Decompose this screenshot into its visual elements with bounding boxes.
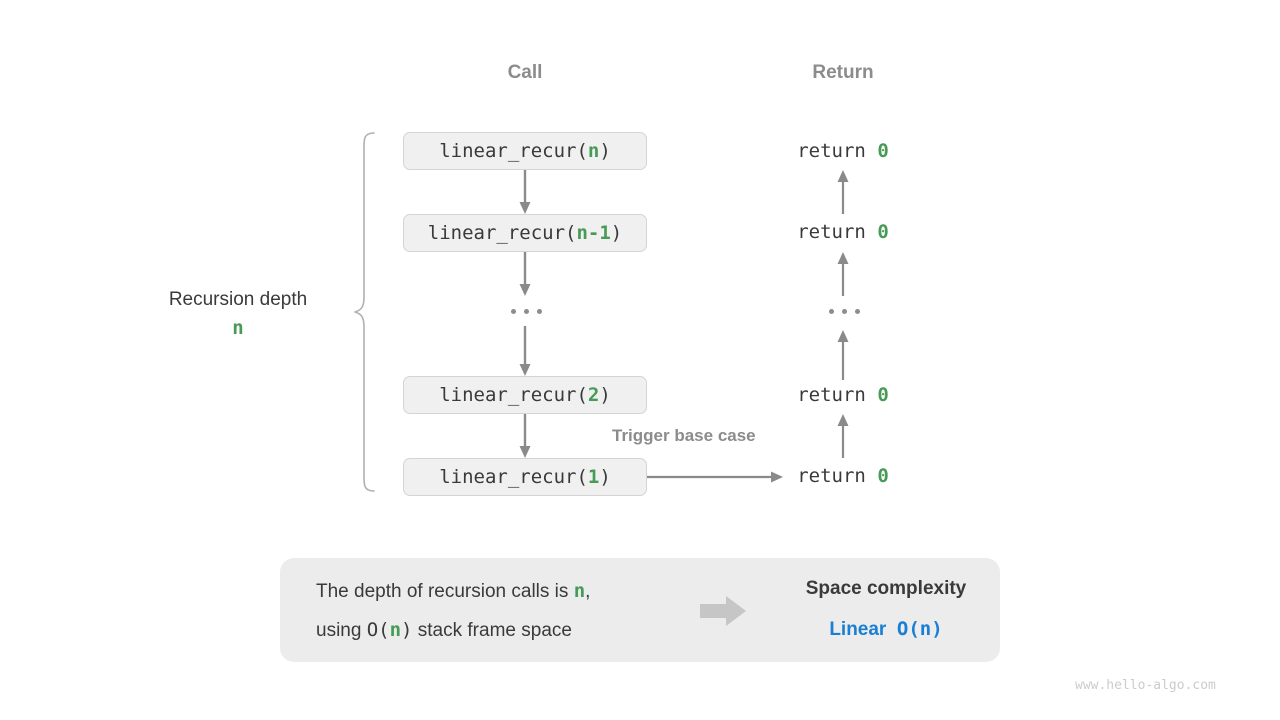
summary-line-2: using O(n) stack frame space [316,619,572,641]
summary-result-notation: O(n) [896,618,943,640]
call-frame-box-4[interactable]: linear_recur(1) [403,458,647,496]
recursion-depth-brace [348,125,380,505]
call-arrow-1 [513,170,537,216]
summary-result-word: Linear [829,619,887,640]
recursion-depth-value: n [232,317,244,340]
return-label-3: return 0 [797,384,889,406]
return-label-2: return 0 [797,221,889,243]
return-arrow-1 [831,166,855,214]
column-header-call: Call [507,62,543,83]
recursion-depth-label: Recursion depth n [130,285,346,344]
call-frame-box-2[interactable]: linear_recur(n-1) [403,214,647,252]
watermark: www.hello-algo.com [1075,678,1216,693]
summary-line-1: The depth of recursion calls is n, [316,580,591,602]
call-frame-box-1[interactable]: linear_recur(n) [403,132,647,170]
call-arrow-2 [513,252,537,298]
summary-panel: The depth of recursion calls is n, using… [280,558,1000,662]
base-case-arrow [647,465,787,489]
call-frame-text-4: linear_recur(1) [439,466,611,488]
call-frame-text-3: linear_recur(2) [439,384,611,406]
recursion-depth-title: Recursion depth [168,289,308,310]
return-label-4: return 0 [797,465,889,487]
arrow-right-icon [698,594,750,628]
return-arrow-2 [831,248,855,296]
call-arrow-3 [513,326,537,378]
return-arrow-3 [831,326,855,380]
return-ellipsis [829,309,860,314]
summary-title: Space complexity [805,578,967,599]
summary-result: Linear O(n) [772,618,1000,641]
return-label-1: return 0 [797,140,889,162]
call-frame-box-3[interactable]: linear_recur(2) [403,376,647,414]
call-ellipsis [511,309,542,314]
call-arrow-4 [513,414,537,460]
call-frame-text-1: linear_recur(n) [439,140,611,162]
call-frame-text-2: linear_recur(n-1) [427,222,623,244]
summary-description: The depth of recursion calls is n, using… [316,572,590,650]
return-arrow-4 [831,410,855,458]
trigger-base-case-label: Trigger base case [612,426,756,445]
column-header-return: Return [812,62,874,83]
